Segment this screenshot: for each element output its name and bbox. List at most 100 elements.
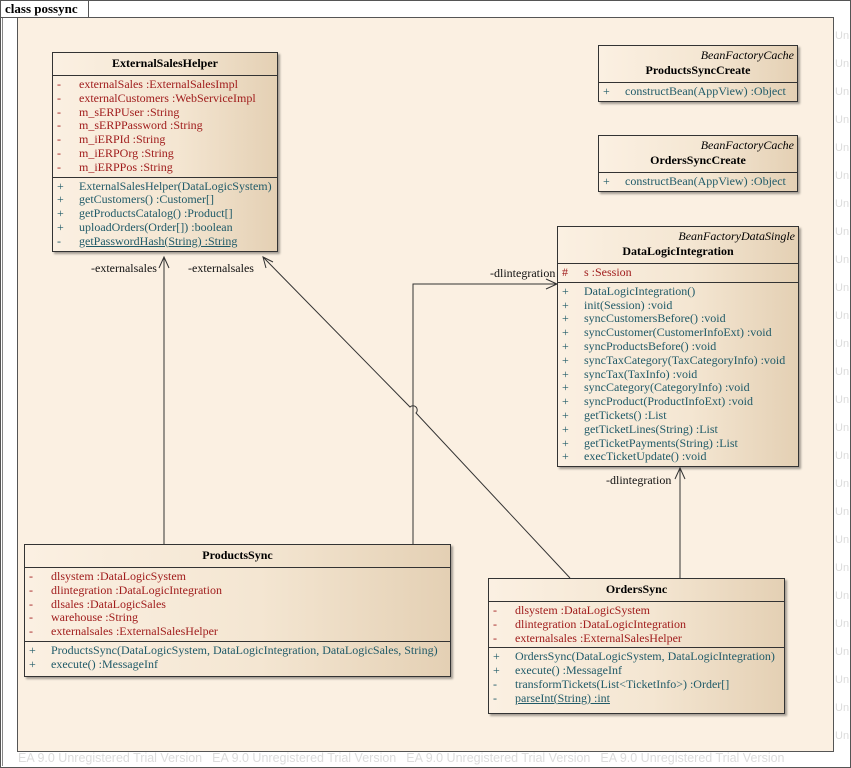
operation-row[interactable]: +getProductsCatalog() :Product[] (53, 206, 277, 221)
visibility-marker: - (29, 624, 33, 639)
operation-row[interactable]: +execute() :MessageInf (25, 656, 450, 672)
operation-row[interactable]: +syncCustomersBefore() :void (558, 311, 798, 326)
attribute-row[interactable]: - externalCustomers :WebServiceImpl (53, 90, 277, 106)
operation-row[interactable]: +getCustomers() :Customer[] (53, 192, 277, 207)
attribute-row[interactable]: -dlsystem :DataLogicSystem (25, 569, 450, 584)
attribute-text: externalsales :ExternalSalesHelper (515, 630, 682, 645)
operation-row[interactable]: +getTicketLines(String) :List (558, 422, 798, 437)
association-productssync-datalogicintegration[interactable] (412, 283, 557, 544)
watermark-right: Un (835, 226, 850, 238)
operation-row[interactable]: +init(Session) :void (558, 297, 798, 313)
operation-row[interactable]: +getTickets() :List (558, 407, 798, 423)
attribute-row[interactable]: -dlintegration :DataLogicIntegration (489, 616, 784, 632)
visibility-marker: - (493, 676, 497, 691)
role-label: -externalsales (91, 261, 157, 275)
visibility-marker: + (562, 283, 569, 298)
attribute-text: dlintegration :DataLogicIntegration (515, 616, 686, 631)
attribute-row[interactable]: -warehouse :String (25, 610, 450, 625)
visibility-marker: - (57, 159, 61, 174)
visibility-marker: + (562, 311, 569, 326)
attribute-row[interactable]: -dlsystem :DataLogicSystem (489, 603, 784, 618)
attribute-row[interactable]: - externalsales :ExternalSalesHelper (489, 630, 784, 646)
visibility-marker: # (562, 265, 568, 279)
watermark-right: Un (835, 674, 850, 686)
operation-text: constructBean(AppView) :Object (625, 84, 786, 98)
operation-text: parseInt(String) :int (515, 690, 610, 705)
operation-row[interactable]: -getPasswordHash(String) :String (53, 234, 277, 249)
operation-row[interactable]: +syncCategory(CategoryInfo) :void (558, 380, 798, 395)
operation-row[interactable]: +ProductsSync(DataLogicSystem, DataLogic… (25, 642, 450, 658)
attribute-row[interactable]: -externalSales :ExternalSalesImpl (53, 77, 277, 92)
class-name: ProductsSyncCreate (645, 63, 751, 77)
attribute-text: m_sERPPassword :String (79, 118, 203, 133)
attribute-row[interactable]: -externalsales :ExternalSalesHelper (25, 624, 450, 639)
attribute-text: dlsystem :DataLogicSystem (515, 603, 650, 617)
visibility-marker: + (562, 407, 569, 422)
visibility-marker: + (493, 649, 500, 664)
visibility-marker: - (57, 90, 61, 105)
operation-row[interactable]: +constructBean(AppView) :Object (599, 174, 797, 189)
class-orderssync[interactable]: OrdersSync-dlsystem :DataLogicSystem-dli… (488, 578, 785, 714)
visibility-marker: + (603, 174, 610, 188)
watermark-right: Un (835, 730, 850, 742)
operations-compartment: +ExternalSalesHelper(DataLogicSystem)+ge… (53, 176, 277, 251)
watermark-right: Un (835, 366, 850, 378)
operation-text: ProductsSync(DataLogicSystem, DataLogicI… (51, 642, 438, 657)
attribute-row[interactable]: -m_iERPId :String (53, 132, 277, 147)
attribute-text: m_iERPOrg :String (79, 145, 174, 160)
operation-text: getProductsCatalog() :Product[] (79, 206, 233, 221)
attribute-row[interactable]: -m_iERPPos :String (53, 159, 277, 175)
class-externalsaleshelper[interactable]: ExternalSalesHelper-externalSales :Exter… (52, 52, 278, 252)
operation-row[interactable]: +execute() :MessageInf (489, 663, 784, 678)
association-orderssync-externalsaleshelper[interactable] (262, 256, 571, 579)
operation-row[interactable]: +syncProductsBefore() :void (558, 339, 798, 354)
operation-row[interactable]: - parseInt(String) :int (489, 690, 784, 706)
operation-row[interactable]: +syncTaxCategory(TaxCategoryInfo) :void (558, 353, 798, 368)
class-name: OrdersSync (605, 582, 668, 596)
operation-row[interactable]: +execTicketUpdate() :void (558, 449, 798, 464)
operation-row[interactable]: +OrdersSync(DataLogicSystem, DataLogicIn… (489, 649, 784, 664)
operation-row[interactable]: +uploadOrders(Order[]) :boolean (53, 220, 277, 235)
operation-text: getTicketPayments(String) :List (584, 435, 738, 450)
visibility-marker: + (562, 435, 569, 450)
operation-row[interactable]: + constructBean(AppView) :Object (599, 84, 797, 99)
stereotype: BeanFactoryCache (700, 138, 794, 152)
operation-text: init(Session) :void (584, 297, 673, 312)
visibility-marker: - (29, 596, 33, 611)
visibility-marker: - (29, 582, 33, 597)
visibility-marker: - (493, 630, 497, 645)
watermark-right: Un (835, 198, 850, 210)
operation-text: execTicketUpdate() :void (584, 449, 707, 464)
operations-compartment: +DataLogicIntegration()+init(Session) :v… (558, 281, 798, 466)
attribute-row[interactable]: -m_iERPOrg :String (53, 145, 277, 161)
watermark-right: Un (835, 338, 850, 350)
operation-row[interactable]: +DataLogicIntegration() (558, 283, 798, 299)
class-header: ProductsSync (25, 545, 450, 568)
attribute-row[interactable]: -m_sERPUser :String (53, 105, 277, 120)
attribute-row[interactable]: #s :Session (558, 265, 798, 280)
operation-text: execute() :MessageInf (515, 663, 622, 678)
class-productssync[interactable]: ProductsSync-dlsystem :DataLogicSystem-d… (24, 544, 451, 677)
operation-text: syncCategory(CategoryInfo) :void (584, 380, 750, 395)
operation-row[interactable]: +syncTax(TaxInfo) :void (558, 367, 798, 382)
attribute-text: externalCustomers :WebServiceImpl (79, 90, 256, 105)
attribute-row[interactable]: -dlintegration :DataLogicIntegration (25, 582, 450, 598)
attribute-row[interactable]: -dlsales :DataLogicSales (25, 596, 450, 612)
attribute-row[interactable]: -m_sERPPassword :String (53, 118, 277, 133)
operation-row[interactable]: -transformTickets(List<TicketInfo>) :Ord… (489, 676, 784, 692)
attribute-text: warehouse :String (51, 610, 138, 625)
frame-divider (2, 18, 3, 766)
visibility-marker: + (603, 84, 610, 98)
operation-row[interactable]: +syncProduct(ProductInfoExt) :void (558, 394, 798, 409)
visibility-marker: - (493, 690, 497, 705)
operation-row[interactable]: +syncCustomer(CustomerInfoExt) :void (558, 325, 798, 340)
attribute-text: externalSales :ExternalSalesImpl (79, 77, 238, 91)
operation-row[interactable]: +ExternalSalesHelper(DataLogicSystem) (53, 179, 277, 194)
operation-text: execute() :MessageInf (51, 656, 158, 671)
operation-row[interactable]: + getTicketPayments(String) :List (558, 435, 798, 451)
